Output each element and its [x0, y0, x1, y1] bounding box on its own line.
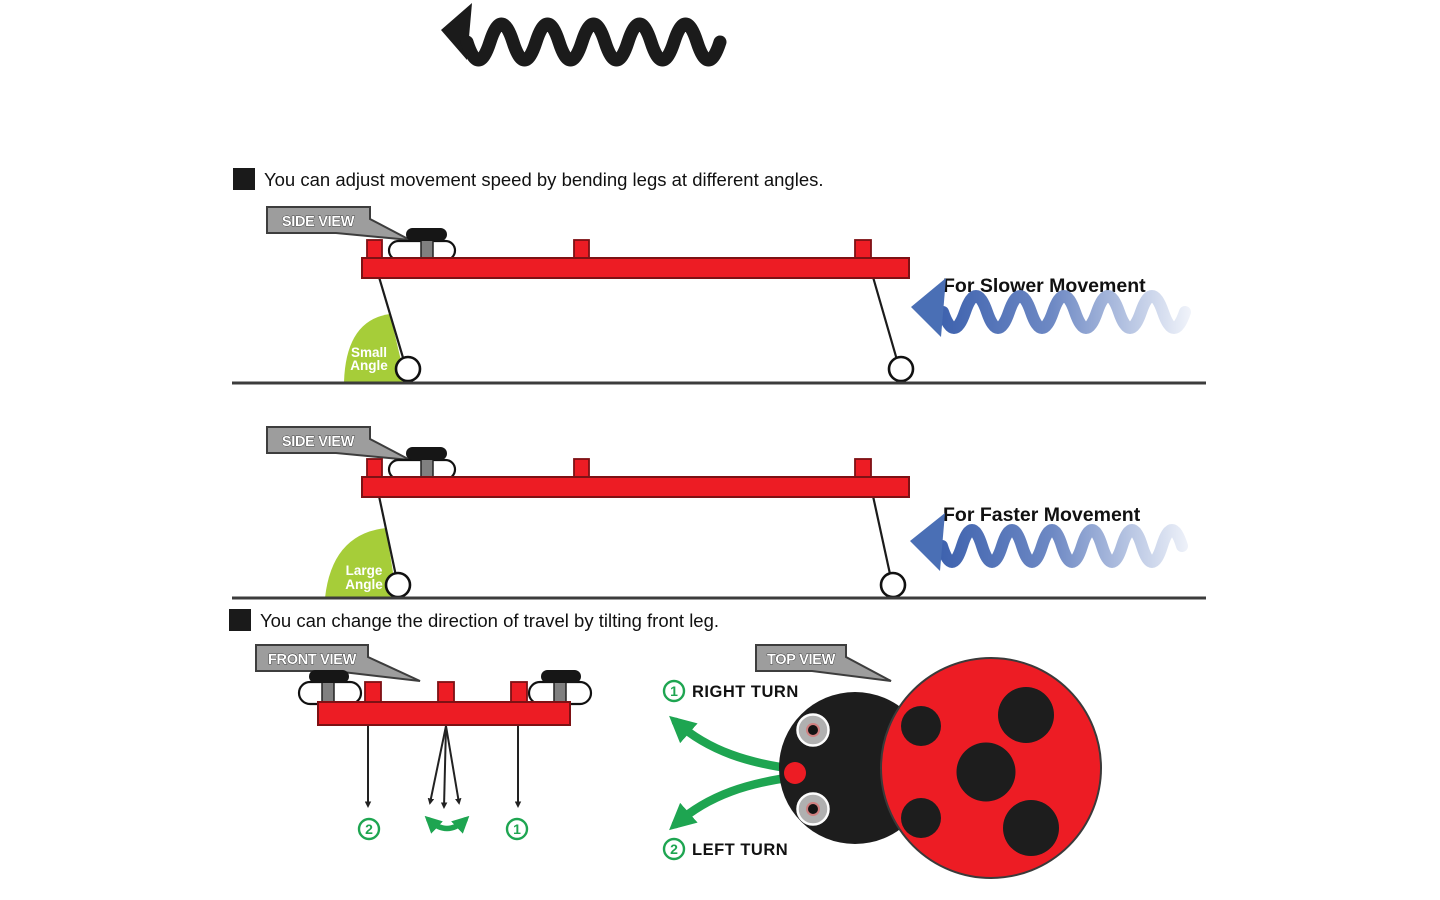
motor-cap	[406, 447, 447, 460]
rear-leg	[871, 495, 892, 575]
side-view-tag-label: SIDE VIEW	[282, 434, 355, 450]
body-tab	[437, 681, 455, 703]
top-view-tag-label: TOP VIEW	[767, 652, 836, 668]
blue-arrowhead	[910, 513, 945, 571]
left-turn-text: LEFT TURN	[692, 841, 788, 859]
right-turn-number: 1	[670, 683, 678, 699]
front-view-diagram: FRONT VIEW 2 1	[255, 644, 593, 841]
leg-marker-1: 1	[505, 817, 529, 841]
small-angle-word2: Angle	[350, 358, 388, 373]
ladybug-eye	[796, 713, 830, 747]
body-tab	[366, 239, 383, 259]
robot-body-bar	[361, 257, 910, 279]
side-view-fast-diagram: SIDE VIEW Large Angle For Faster Movemen…	[232, 426, 1206, 600]
front-view-tag: FRONT VIEW	[255, 644, 421, 682]
heading-bullet-square	[233, 168, 255, 190]
right-turn-text: RIGHT TURN	[692, 683, 799, 701]
body-tab	[366, 458, 383, 478]
large-angle-word2: Angle	[345, 577, 383, 592]
front-leg-tilt-arrow	[445, 725, 462, 805]
direction-heading-text: You can change the direction of travel b…	[260, 610, 719, 631]
left-turn-arrow	[669, 772, 798, 831]
body-tab	[364, 681, 382, 703]
blue-arrowhead	[911, 278, 946, 337]
tilt-range-arrow	[424, 815, 470, 834]
ladybug-eye	[796, 792, 830, 826]
top-view-diagram: TOP VIEW 1 RI	[662, 644, 1102, 879]
ladybug-spot	[956, 742, 1016, 802]
front-foot	[394, 355, 422, 383]
rear-foot	[887, 355, 915, 383]
slower-movement-label: For Slower Movement	[943, 275, 1146, 297]
left-turn-number-circle	[662, 837, 686, 861]
faster-movement-arrow: For Faster Movement	[910, 504, 1188, 571]
rear-foot	[879, 571, 907, 599]
front-leg	[377, 495, 398, 577]
large-angle-wedge	[325, 528, 397, 598]
ladybug-front-leg-tip	[784, 762, 806, 784]
front-view-tag-label: FRONT VIEW	[268, 652, 357, 668]
front-leg	[377, 276, 406, 362]
right-turn-arrow	[669, 715, 798, 774]
slower-movement-arrow: For Slower Movement	[911, 275, 1191, 337]
right-turn-number-circle	[662, 679, 686, 703]
right-turn-label: 1 RIGHT TURN	[662, 679, 799, 703]
front-leg-tilt-arrow	[440, 725, 448, 809]
side-view-tag-label: SIDE VIEW	[282, 214, 355, 230]
robot-body-bar	[361, 476, 910, 498]
body-tab	[510, 681, 528, 703]
faster-movement-label: For Faster Movement	[943, 504, 1141, 526]
small-angle-word1: Small	[351, 345, 387, 360]
heading-bullet-square	[229, 609, 251, 631]
motor-cap	[406, 228, 447, 241]
large-angle-word1: Large	[346, 563, 383, 578]
motion-squiggle-arrow-icon	[441, 3, 727, 67]
speed-section-heading: You can adjust movement speed by bending…	[233, 168, 824, 190]
front-foot	[384, 571, 412, 599]
side-view-tag: SIDE VIEW	[266, 426, 411, 461]
ladybug-illustration	[779, 657, 1102, 879]
ladybug-spot	[901, 798, 941, 838]
front-leg-tilt-arrow	[427, 725, 447, 805]
top-view-tag: TOP VIEW	[755, 644, 892, 682]
body-tab	[854, 239, 872, 259]
ladybug-spot	[1003, 800, 1059, 856]
ladybug-spot	[901, 706, 941, 746]
body-tab	[573, 458, 590, 478]
speed-heading-text: You can adjust movement speed by bending…	[264, 169, 824, 190]
direction-section-heading: You can change the direction of travel b…	[229, 609, 719, 631]
motor-cap	[309, 670, 349, 683]
rear-leg	[871, 276, 899, 361]
body-tab	[573, 239, 590, 259]
motor-cap	[541, 670, 581, 683]
small-angle-wedge	[344, 314, 406, 382]
body-tab	[854, 458, 872, 478]
robot-body-bar	[317, 701, 571, 726]
side-view-slow-diagram: SIDE VIEW Small Angle For Slower Movemen…	[232, 206, 1206, 385]
left-turn-label: 2 LEFT TURN	[662, 837, 788, 861]
ladybug-spot	[998, 687, 1054, 743]
leg-marker-2: 2	[357, 817, 381, 841]
left-turn-number: 2	[670, 841, 678, 857]
side-view-tag: SIDE VIEW	[266, 206, 411, 241]
leg-marker-2-number: 2	[365, 821, 373, 837]
leg-marker-1-number: 1	[513, 821, 521, 837]
